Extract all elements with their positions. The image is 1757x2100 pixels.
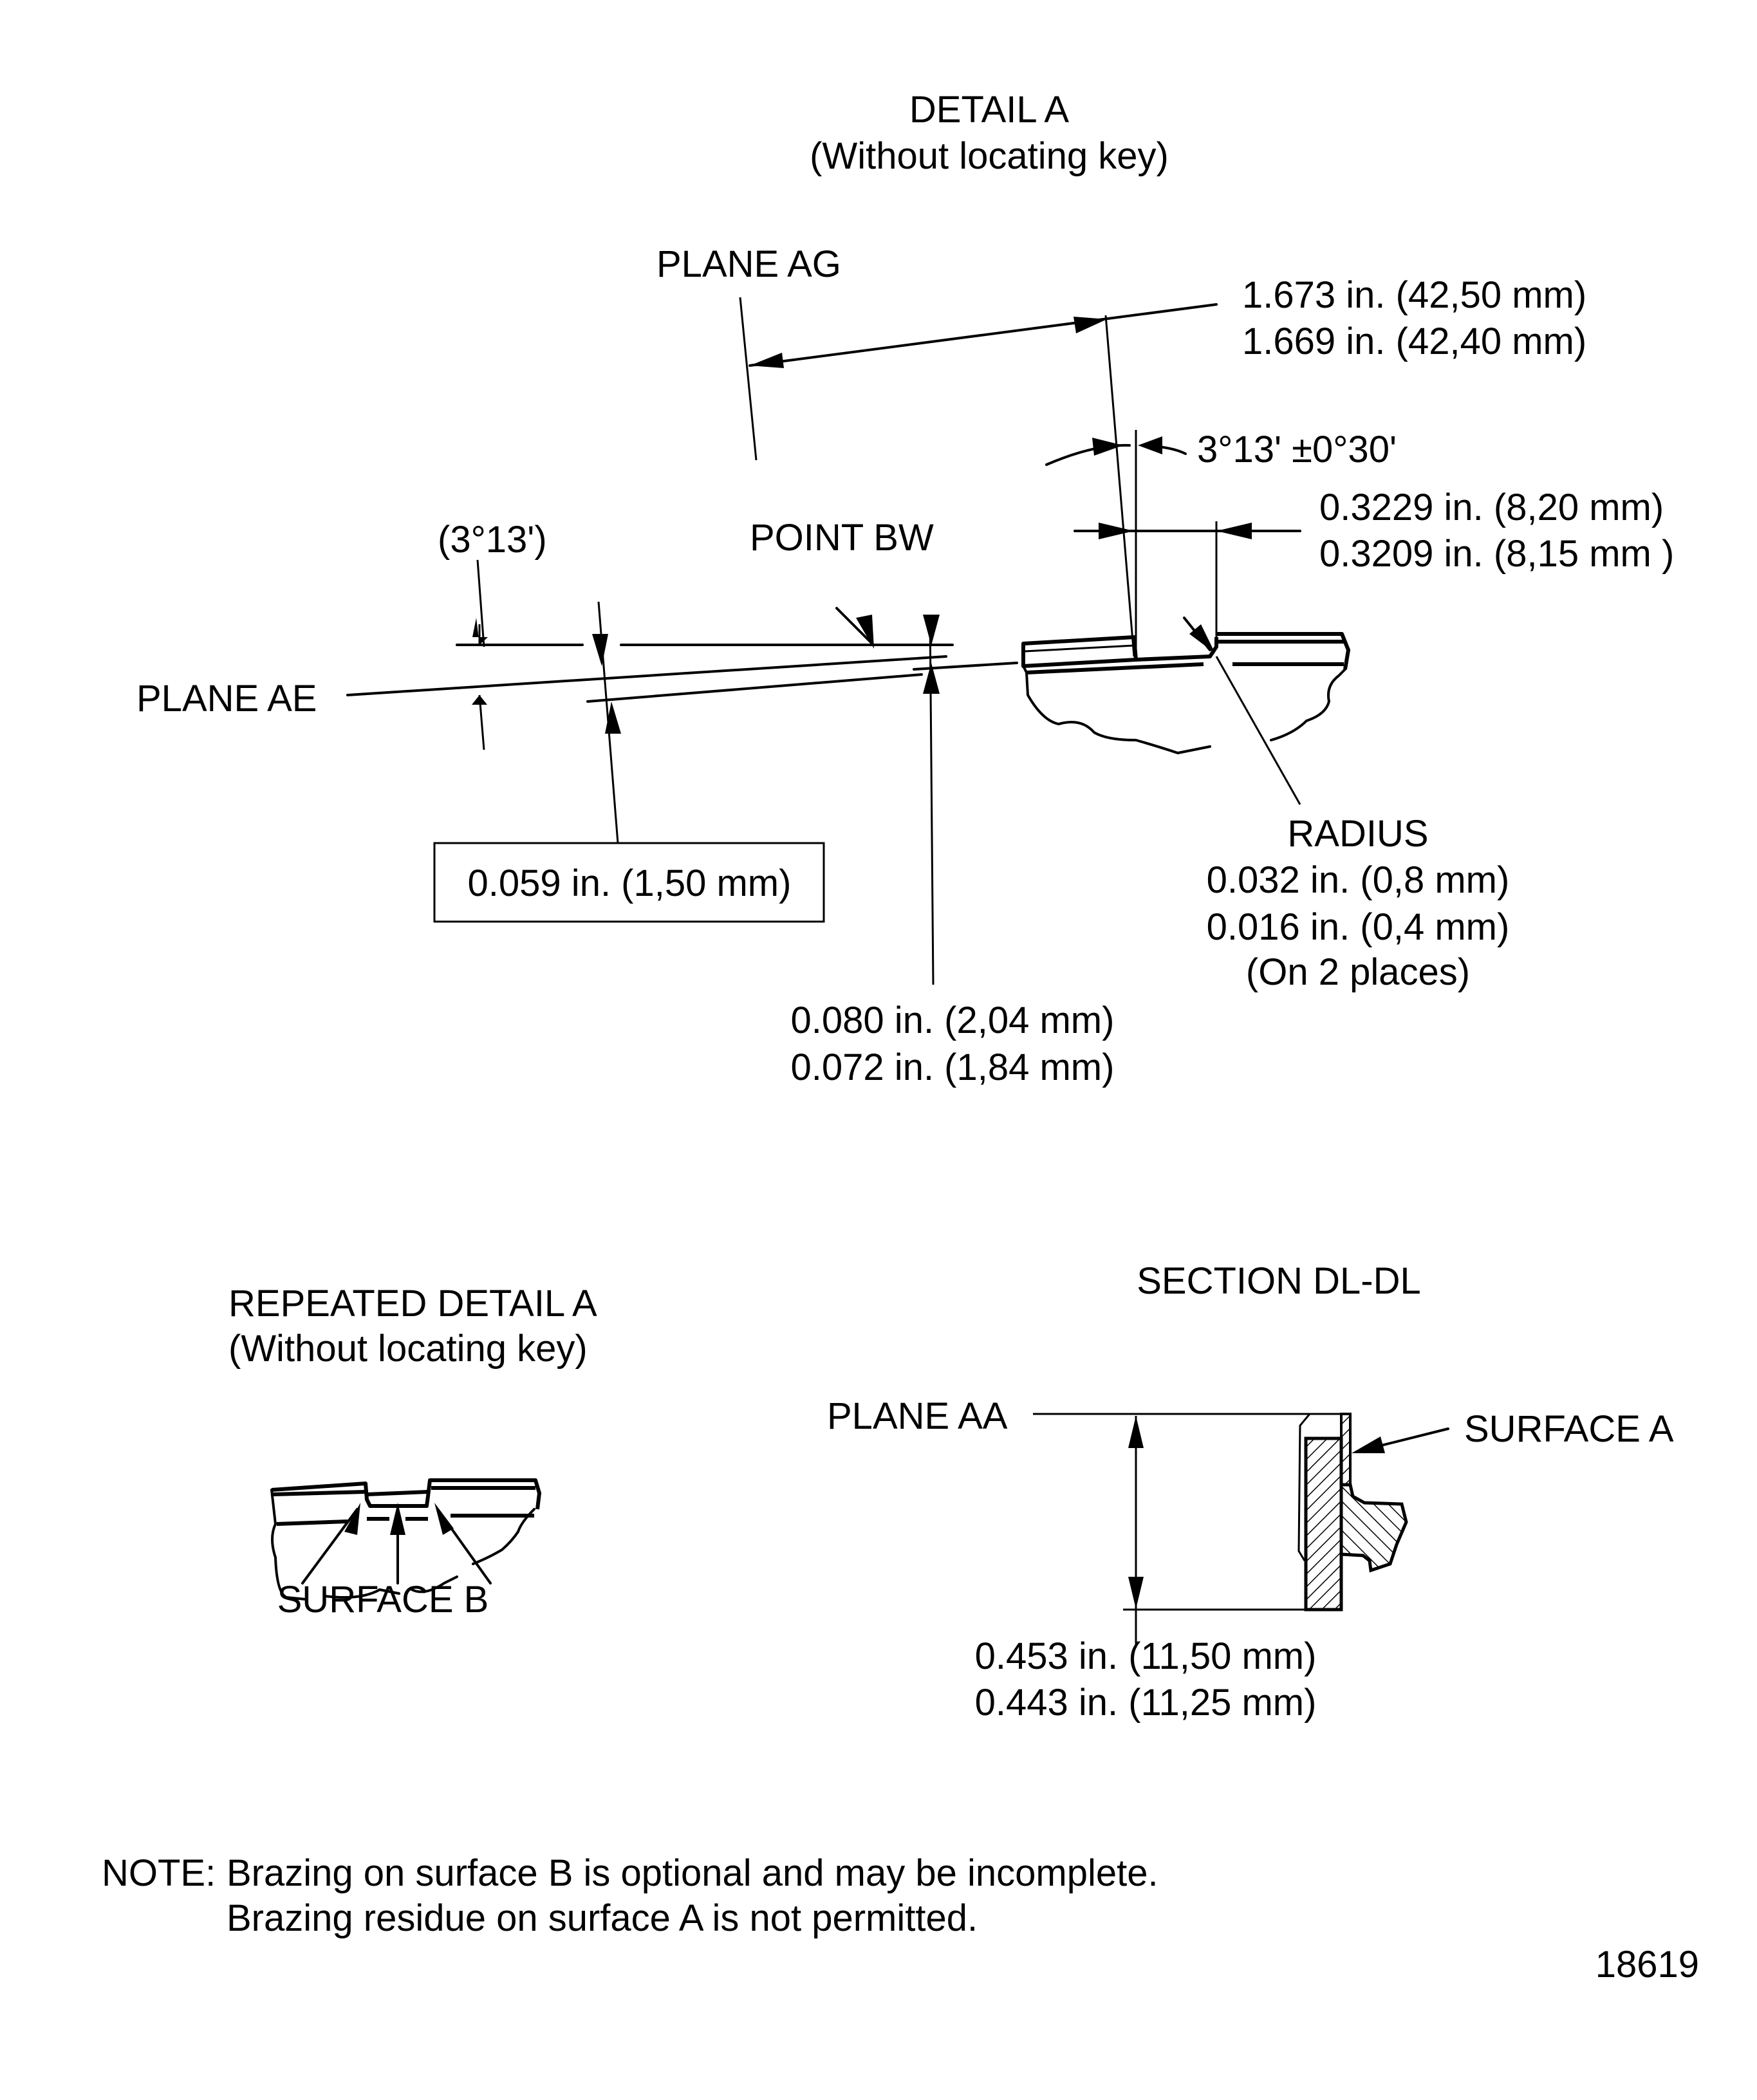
ref-angle-label: (3°13') [438,519,547,561]
note-prefix: NOTE: [102,1852,216,1894]
point-bw-label: POINT BW [750,517,934,559]
note-block: NOTE: Brazing on surface B is optional a… [102,1852,1158,1939]
figure-number: 18619 [1595,1944,1699,1985]
arrowhead-icon [390,1503,405,1535]
arrowhead-icon [923,663,940,694]
arrowhead-icon [856,615,874,649]
dim-length-min: 1.669 in. (42,40 mm) [1242,321,1586,362]
radius-max: 0.032 in. (0,8 mm) [1207,859,1510,901]
section-profile [1297,1413,1408,1612]
surface-b-label: SURFACE B [277,1579,489,1621]
dim-depth-min: 0.072 in. (1,84 mm) [791,1046,1115,1088]
arrowhead-icon [344,1503,360,1535]
radius-min: 0.016 in. (0,4 mm) [1207,906,1510,948]
note-line-1: Brazing on surface B is optional and may… [227,1852,1158,1894]
dim-width-min: 0.3209 in. (8,15 mm ) [1319,533,1674,575]
detail-a-title: DETAIL A [909,89,1070,131]
dim-length-max: 1.673 in. (42,50 mm) [1242,274,1586,316]
arrowhead-icon [1216,523,1252,539]
arrowhead-icon [472,618,488,645]
plane-ae-label: PLANE AE [136,678,317,720]
radius-note: (On 2 places) [1246,951,1470,993]
arrowhead-icon [1099,523,1134,539]
parallel-line [586,673,923,703]
section-dl-dl: SECTION DL-DL PLANE AA SURFACE A 0.453 i… [827,1260,1674,1724]
arrowhead-icon [592,634,608,666]
repeated-detail-title: REPEATED DETAIL A [228,1283,597,1324]
arrowhead-icon [1074,317,1107,333]
arrowhead-icon [923,615,940,646]
radius-leader [1215,656,1301,805]
extension-line [1104,315,1135,657]
arrowhead-icon [472,695,487,705]
dim-height-min: 0.443 in. (11,25 mm) [975,1682,1317,1724]
boxed-dimension-frame [433,842,825,923]
plane-aa-label: PLANE AA [827,1395,1008,1437]
arrowhead-icon [1128,1416,1144,1448]
plane-ae-line [346,655,947,696]
detail-a: DETAIL A (Without locating key) PLANE AG… [136,89,1674,1088]
repeated-detail-a: REPEATED DETAIL A (Without locating key)… [228,1283,597,1621]
arrowhead-icon [750,353,784,368]
dim-depth-max: 0.080 in. (2,04 mm) [791,999,1115,1041]
arrowhead-icon [1092,438,1123,456]
dim-angle: 3°13' ±0°30' [1045,429,1397,660]
surface-b-leader [301,1508,358,1584]
repeated-detail-subtitle: (Without locating key) [228,1328,588,1370]
angle-tolerance-label: 3°13' ±0°30' [1197,429,1397,470]
plane-ag-line [739,297,758,461]
section-title: SECTION DL-DL [1137,1260,1421,1302]
dim-width-max: 0.3229 in. (8,20 mm) [1319,487,1664,528]
plane-ag-label: PLANE AG [656,243,841,285]
boxed-dimension: 0.059 in. (1,50 mm) [468,862,792,904]
dim-width: 0.3229 in. (8,20 mm) 0.3209 in. (8,15 mm… [1074,487,1674,637]
note-line-2: Brazing residue on surface A is not perm… [227,1897,978,1939]
surface-a-label: SURFACE A [1464,1408,1674,1450]
arrowhead-icon [1128,1577,1144,1609]
repeated-part-outline [270,1478,541,1601]
arrowhead-icon [1189,624,1215,653]
part-section [1021,632,1350,755]
detail-a-subtitle: (Without locating key) [810,135,1169,177]
arrowhead-icon [434,1503,454,1535]
arrowhead-icon [1352,1436,1385,1453]
point-bw-leader [835,607,873,645]
radius-label: RADIUS [1287,813,1428,855]
dim-height-max: 0.453 in. (11,50 mm) [975,1635,1317,1677]
arrowhead-icon [605,702,621,734]
arrowhead-icon [1138,436,1162,454]
dim-length: 1.673 in. (42,50 mm) 1.669 in. (42,40 mm… [748,274,1586,657]
